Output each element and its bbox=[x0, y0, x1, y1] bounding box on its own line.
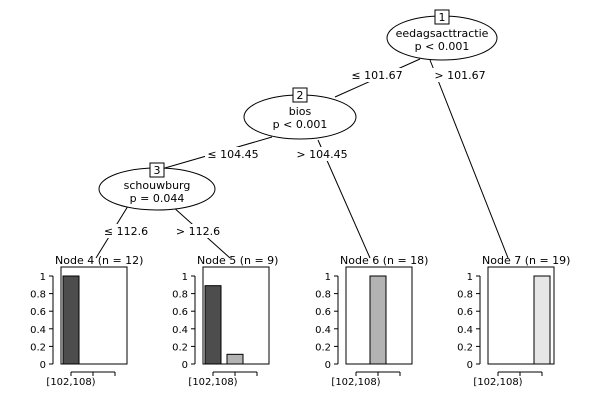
bar-class-1 bbox=[204, 285, 222, 365]
y-tick-label: 0 bbox=[467, 360, 473, 371]
y-tick-label: 0.2 bbox=[172, 342, 188, 353]
bar-class-2 bbox=[226, 353, 244, 365]
x-tick-label: [102,108) bbox=[473, 377, 522, 388]
y-tick-label: 0.6 bbox=[315, 307, 331, 318]
y-tick-label: 0 bbox=[40, 360, 46, 371]
y-tick-label: 0.8 bbox=[457, 290, 473, 301]
node-id-box bbox=[149, 162, 165, 178]
p-value-3: p = 0.044 bbox=[130, 192, 185, 205]
y-tick-label: 0.6 bbox=[172, 307, 188, 318]
split-variable-3: schouwburg bbox=[124, 179, 191, 192]
p-value-2: p < 0.001 bbox=[273, 118, 328, 131]
y-tick-label: 0.8 bbox=[315, 290, 331, 301]
y-tick-label: 0.4 bbox=[30, 325, 46, 336]
node-id-1: 1 bbox=[439, 11, 446, 24]
terminal-title: Node 4 (n = 12) bbox=[55, 254, 143, 267]
terminal-node-6: Node 6 (n = 18) 1 0.8 0.6 0.4 0.2 0[102,108) bbox=[315, 254, 428, 388]
y-tick-label: 0.8 bbox=[172, 290, 188, 301]
y-tick-label: 0.4 bbox=[172, 325, 188, 336]
node-id-box bbox=[292, 87, 308, 103]
y-tick-label: 0.4 bbox=[457, 325, 473, 336]
inner-node-3: 3 schouwburg p = 0.044 bbox=[98, 162, 216, 211]
y-tick-label: 0 bbox=[325, 360, 331, 371]
edge-label-2-3: ≤ 104.45 bbox=[207, 148, 258, 161]
y-tick-label: 0.2 bbox=[30, 342, 46, 353]
y-tick-label: 0.2 bbox=[315, 342, 331, 353]
edge-label-1-7: > 101.67 bbox=[434, 69, 485, 82]
x-tick-label: [102,108) bbox=[188, 377, 237, 388]
y-tick-label: 0.8 bbox=[30, 290, 46, 301]
terminal-title: Node 6 (n = 18) bbox=[340, 254, 428, 267]
y-tick-label: 0.6 bbox=[30, 307, 46, 318]
y-tick-label: 0 bbox=[182, 360, 188, 371]
edge-1-7 bbox=[429, 59, 509, 259]
terminal-title: Node 5 (n = 9) bbox=[197, 254, 278, 267]
edge-label-3-5: > 112.6 bbox=[176, 225, 220, 238]
y-tick-label: 0.6 bbox=[457, 307, 473, 318]
terminal-node-7: Node 7 (n = 19) 1 0.8 0.6 0.4 0.2 0[102,108) bbox=[457, 254, 570, 388]
terminal-node-4: Node 4 (n = 12) 1 0.8 0.6 0.4 0.2 0[102,108) bbox=[30, 254, 143, 388]
y-tick-label: 1 bbox=[467, 272, 473, 283]
x-tick-label: [102,108) bbox=[46, 377, 95, 388]
y-tick-label: 0.4 bbox=[315, 325, 331, 336]
terminal-nodes: Node 4 (n = 12)10.80.60.40.20[102,108)No… bbox=[30, 254, 570, 388]
y-tick-label: 0.2 bbox=[457, 342, 473, 353]
node-id-3: 3 bbox=[154, 164, 161, 177]
terminal-node-5: Node 5 (n = 9) 1 0.8 0.6 0.4 0.2 0[102,108) bbox=[172, 254, 278, 388]
edge-labels: ≤ 101.67 > 101.67 ≤ 104.45 > 104.45 ≤ 11… bbox=[102, 68, 490, 238]
bar-class-1 bbox=[62, 275, 80, 365]
bar-class-3 bbox=[533, 275, 551, 365]
node-id-box bbox=[434, 9, 450, 25]
inner-node-1: 1 eedagsacttractie p < 0.001 bbox=[386, 9, 498, 61]
y-tick-label: 1 bbox=[40, 272, 46, 283]
p-value-1: p < 0.001 bbox=[415, 40, 470, 53]
edge-label-3-4: ≤ 112.6 bbox=[104, 225, 148, 238]
y-tick-label: 1 bbox=[182, 272, 188, 283]
edge-label-2-6: > 104.45 bbox=[296, 148, 347, 161]
x-tick-label: [102,108) bbox=[331, 377, 380, 388]
node-id-2: 2 bbox=[297, 89, 304, 102]
y-tick-label: 1 bbox=[325, 272, 331, 283]
terminal-title: Node 7 (n = 19) bbox=[482, 254, 570, 267]
edge-label-1-2: ≤ 101.67 bbox=[351, 69, 402, 82]
split-variable-1: eedagsacttractie bbox=[396, 27, 489, 40]
split-variable-2: bios bbox=[289, 105, 312, 118]
bar-class-2 bbox=[369, 275, 387, 365]
inner-node-2: 2 bios p < 0.001 bbox=[243, 87, 357, 140]
